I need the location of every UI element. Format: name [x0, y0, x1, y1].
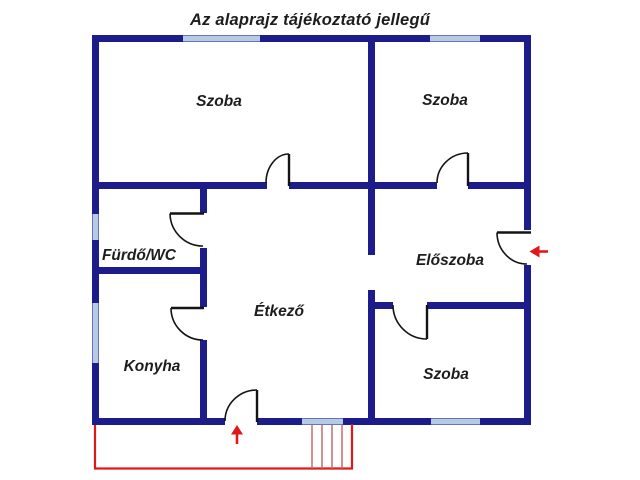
- door-arc: [392, 304, 428, 340]
- terrace-outline: [93, 424, 354, 470]
- door-szoba-top-right: [436, 152, 470, 186]
- door-szoba-top-left: [265, 153, 291, 186]
- room-label-etkezo: Étkező: [254, 303, 304, 320]
- door-arc: [170, 307, 204, 341]
- door-arc: [436, 152, 469, 184]
- arrow-head: [529, 245, 540, 258]
- room-label-konyha: Konyha: [124, 358, 181, 375]
- door-arc: [496, 232, 528, 265]
- terrace: [93, 424, 354, 470]
- door-etkezo-terrace: [224, 389, 259, 422]
- room-label-szoba-bottom-right: Szoba: [423, 366, 469, 383]
- plan-title: Az alaprajz tájékoztató jellegű: [189, 11, 431, 29]
- door-arc: [265, 153, 290, 184]
- room-label-szoba-top-left: Szoba: [196, 93, 242, 110]
- room-label-szoba-top-right: Szoba: [422, 92, 468, 109]
- door-furdo-wc: [169, 212, 204, 247]
- room-label-eloszoba: Előszoba: [416, 252, 484, 269]
- windows: [92, 35, 480, 425]
- terrace-entrance-arrow-icon: [231, 425, 243, 444]
- door-arc: [169, 213, 204, 247]
- door-main-entrance: [496, 231, 531, 265]
- stair-lines: [311, 425, 343, 470]
- door-szoba-bottom-right: [392, 304, 429, 340]
- room-label-furdo-wc: Fürdő/WC: [102, 247, 177, 264]
- arrow-head: [231, 425, 243, 435]
- doors: [169, 152, 531, 422]
- main-entrance-arrow-icon: [529, 245, 548, 258]
- door-konyha: [170, 306, 204, 341]
- door-arc: [224, 389, 258, 422]
